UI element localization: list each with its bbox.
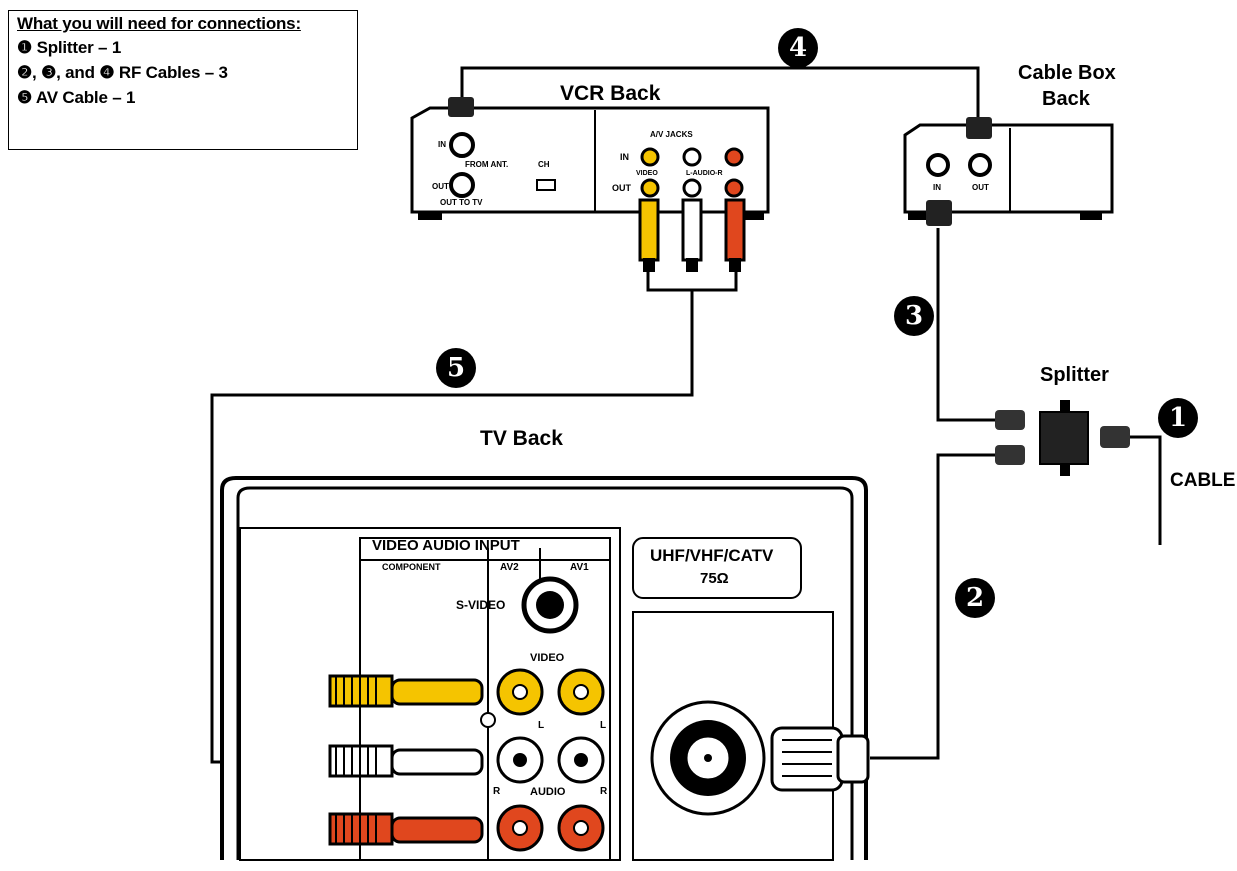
- splitter-label: Splitter: [1040, 364, 1109, 386]
- vcr-ant-in-label: IN: [438, 140, 446, 149]
- vcr-video-label: VIDEO: [636, 170, 658, 177]
- callout-2: 2: [955, 578, 995, 618]
- cable-box-out-label: OUT: [972, 183, 989, 192]
- tv-75-ohm-label: 75Ω: [700, 570, 729, 587]
- vcr-in-label: IN: [620, 152, 629, 162]
- vcr-from-ant-label: FROM ANT.: [465, 160, 509, 169]
- tv-video-label: VIDEO: [530, 652, 565, 664]
- cable-box-label-line2: Back: [1042, 88, 1090, 110]
- tv-audio-label: AUDIO: [530, 786, 566, 798]
- vcr-out-label: OUT: [612, 183, 631, 193]
- tv-back-label: TV Back: [480, 427, 563, 450]
- legend-item-splitter: ❶ Splitter – 1: [17, 38, 122, 57]
- tv-r-label-av1: R: [600, 786, 608, 797]
- legend-item-rf-cables: ❷, ❸, and ❹ RF Cables – 3: [17, 63, 228, 82]
- vcr-unit: [410, 97, 770, 272]
- tv-av1-label: AV1: [570, 562, 589, 573]
- vcr-audio-label: L-AUDIO-R: [686, 170, 723, 177]
- tv-video-audio-input-label: VIDEO AUDIO INPUT: [372, 537, 520, 554]
- legend-item-av-cable: ❺ AV Cable – 1: [17, 88, 136, 107]
- legend-box: What you will need for connections: ❶ Sp…: [8, 10, 358, 150]
- tv-unit: [220, 476, 870, 861]
- cable-box-label-line1: Cable Box: [1018, 62, 1116, 84]
- cable-box-unit: [903, 117, 1114, 226]
- tv-component-label: COMPONENT: [382, 562, 441, 572]
- tv-av2-label: AV2: [500, 562, 519, 573]
- av-cable-5: [646, 270, 738, 292]
- tv-uhf-label: UHF/VHF/CATV: [650, 546, 774, 565]
- vcr-out-to-tv-label: OUT TO TV: [440, 198, 483, 207]
- cable-label: CABLE: [1170, 470, 1236, 491]
- splitter-device: [995, 400, 1130, 476]
- tv-s-video-label: S-VIDEO: [456, 598, 506, 612]
- rf-cable-2: [870, 453, 1000, 760]
- vcr-av-jacks-label: A/V JACKS: [650, 130, 693, 139]
- tv-l-label-av2: L: [538, 720, 545, 731]
- rf-cable-3: [936, 228, 1000, 422]
- callout-4: 4: [778, 28, 818, 68]
- tv-l-label-av1: L: [600, 720, 607, 731]
- tv-r-label-av2: R: [493, 786, 501, 797]
- vcr-ch-label: CH: [538, 160, 550, 169]
- callout-1: 1: [1158, 398, 1198, 438]
- vcr-back-label: VCR Back: [560, 82, 661, 105]
- wall-cable: [1130, 435, 1162, 545]
- legend-title: What you will need for connections:: [17, 14, 301, 33]
- callout-5: 5: [436, 348, 476, 388]
- rf-cable-4: [460, 66, 980, 118]
- callout-3: 3: [894, 296, 934, 336]
- cable-box-in-label: IN: [933, 183, 941, 192]
- vcr-ant-out-label: OUT: [432, 182, 449, 191]
